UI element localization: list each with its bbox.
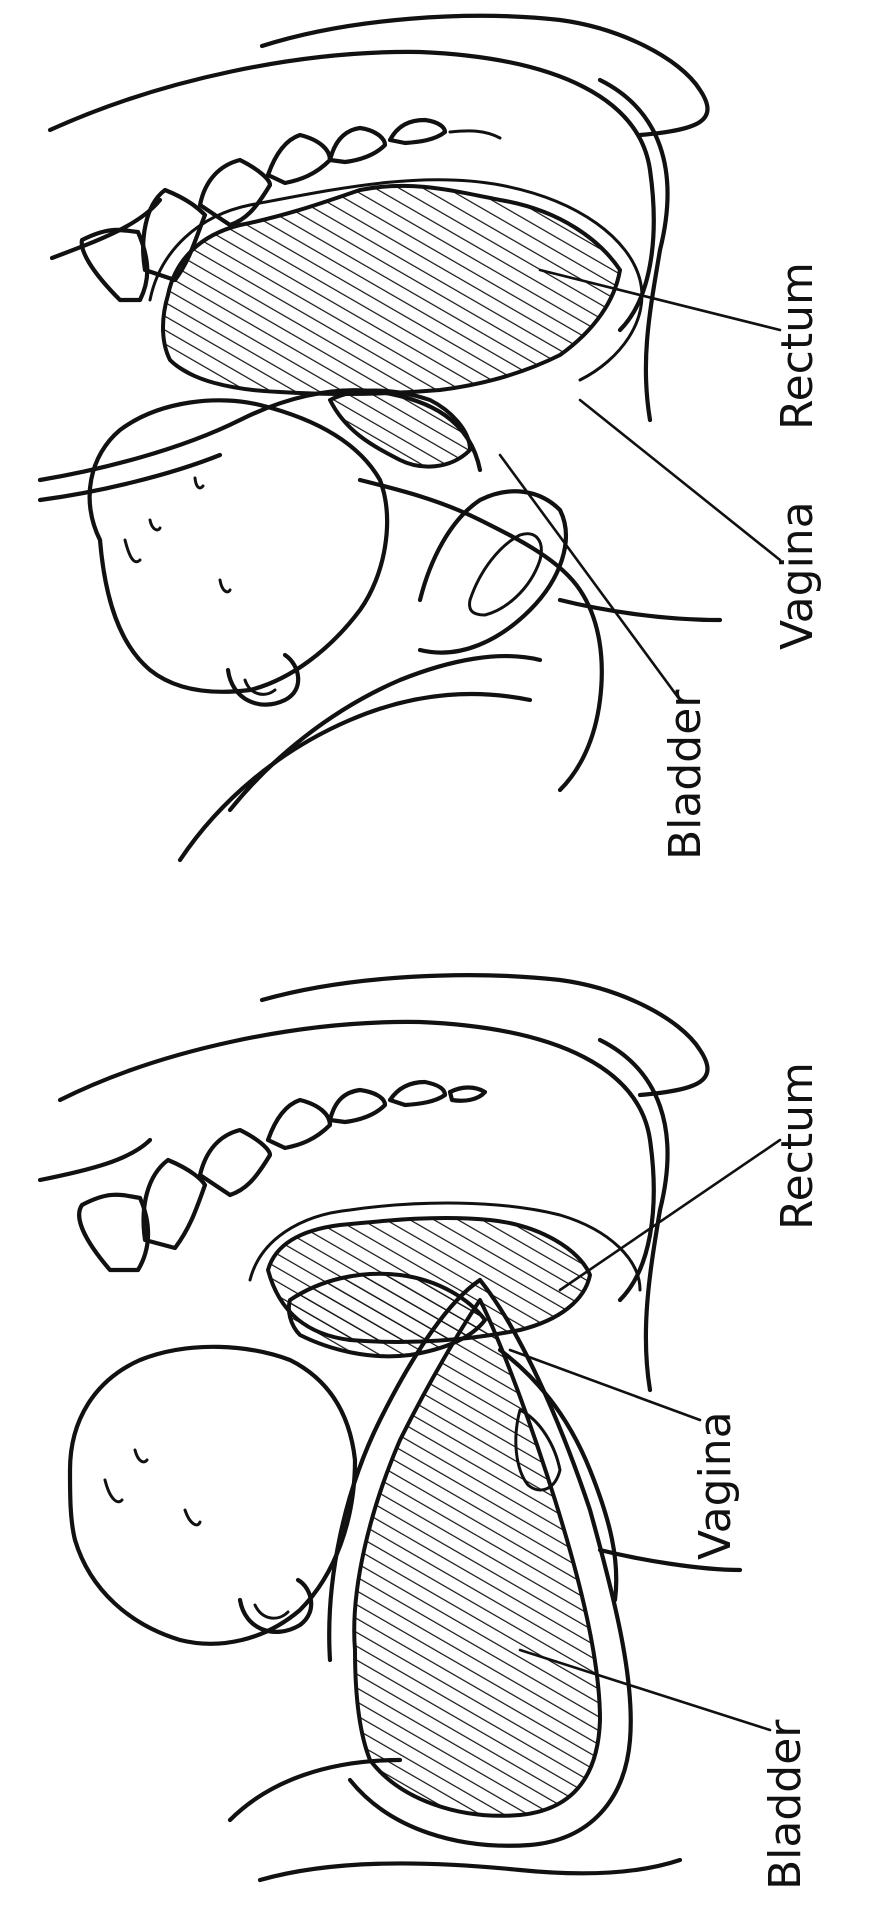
lower-label-vagina: Vagina <box>690 1411 741 1560</box>
upper-fetal-head <box>90 400 387 691</box>
upper-label-rectum: Rectum <box>772 262 823 430</box>
lower-label-bladder: Bladder <box>760 1719 811 1890</box>
lower-outer-curve <box>230 1760 400 1820</box>
lower-head-features <box>105 1450 311 1632</box>
upper-figure: Rectum Vagina Bladder <box>40 16 823 860</box>
upper-perineum <box>560 600 720 620</box>
upper-bladder-hatch <box>330 391 470 467</box>
upper-rectum-shape <box>163 186 620 394</box>
lower-bottom-curve <box>260 1860 680 1880</box>
upper-body-outline-outer <box>262 16 708 135</box>
upper-leader-bladder <box>500 455 680 700</box>
lower-body-outline-outer <box>262 975 708 1095</box>
upper-label-vagina: Vagina <box>772 501 823 650</box>
upper-leader-vagina <box>580 400 780 560</box>
lower-figure: Rectum Vagina Bladder <box>40 975 823 1890</box>
lower-leader-rectum <box>560 1140 780 1290</box>
lower-label-rectum: Rectum <box>772 1062 823 1230</box>
upper-label-bladder: Bladder <box>660 689 711 860</box>
lower-bladder-shape <box>354 1300 600 1816</box>
upper-lower-outline <box>180 694 530 860</box>
